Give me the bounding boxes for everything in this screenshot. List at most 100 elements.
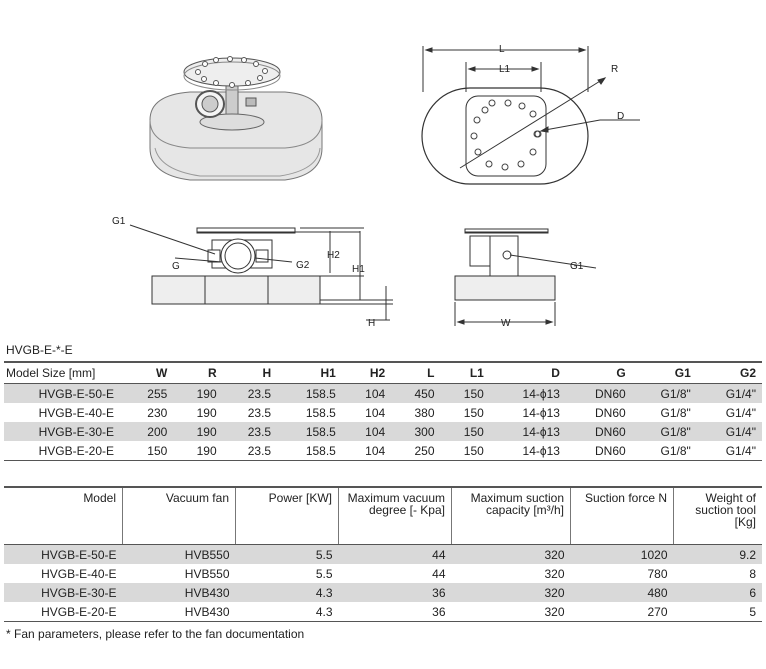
label-H2: H2 (327, 250, 340, 261)
col-H: H (222, 361, 278, 384)
cell: 380 (414, 405, 435, 420)
cell-model: HVGB-E-40-E (41, 566, 117, 581)
cell-weight: 5 (673, 602, 762, 622)
cell-model: HVGB-E-20-E (4, 602, 123, 622)
col-max-vacuum: Maximum vacuum degree [- Kpa] (338, 486, 452, 545)
cell-weight: 9.2 (673, 544, 762, 564)
label-L1: L1 (499, 64, 511, 75)
cell: 14-ϕ13 (489, 422, 566, 441)
cell-fan: HVB550 (122, 544, 236, 564)
cell-vacuum: 44 (432, 566, 446, 581)
cell: 190 (173, 383, 223, 403)
cell: DN60 (594, 405, 626, 420)
series-label: HVGB-E-*-E (6, 343, 73, 357)
cell-force: 480 (570, 583, 674, 602)
label-G: G (172, 261, 180, 272)
col-suction-force: Suction force N (570, 486, 674, 545)
cell: 104 (341, 441, 392, 461)
cell-vacuum: 36 (338, 602, 452, 622)
col-power: Power [KW] (235, 486, 339, 545)
cell-force: 780 (647, 566, 668, 581)
col-W: W (124, 361, 174, 384)
cell: 104 (341, 422, 392, 441)
col-model: Model (4, 486, 123, 545)
cell-model: HVGB-E-50-E (4, 383, 124, 403)
dimension-table: Model Size [mm] W R H H1 H2 L L1 D G G1 … (4, 361, 762, 461)
cell: 158.5 (277, 422, 342, 441)
col-L: L (391, 361, 441, 384)
col-model-size: Model Size [mm] (4, 361, 124, 384)
fan-table-header: Model Vacuum fan Power [KW] Maximum vacu… (4, 486, 762, 545)
cell-fan: HVB430 (122, 583, 236, 602)
label-G2: G2 (296, 260, 310, 271)
cell-capacity: 320 (451, 544, 571, 564)
cell-model: HVGB-E-50-E (4, 544, 123, 564)
cell-model: HVGB-E-40-E (38, 405, 114, 420)
cell: 190 (173, 441, 223, 461)
cell-model: HVGB-E-30-E (4, 422, 124, 441)
cell: 14-ϕ13 (489, 383, 566, 403)
cell: 14-ϕ13 (489, 441, 566, 461)
cell-weight: 6 (673, 583, 762, 602)
front-view-drawing (129, 224, 393, 321)
cell: 230 (147, 405, 168, 420)
col-R: R (173, 361, 223, 384)
table-row: HVGB-E-20-E HVB430 4.3 36 320 270 5 (4, 602, 762, 622)
cell-weight: 8 (749, 566, 756, 581)
cell: DN60 (565, 383, 632, 403)
col-G1: G1 (631, 361, 697, 384)
cell: 150 (463, 405, 484, 420)
label-R: R (611, 64, 618, 75)
label-D: D (617, 111, 624, 122)
cell: 23.5 (222, 383, 278, 403)
fan-table: Model Vacuum fan Power [KW] Maximum vacu… (4, 486, 762, 622)
cell-power: 4.3 (235, 583, 339, 602)
col-H1: H1 (277, 361, 342, 384)
label-G1-side: G1 (570, 261, 584, 272)
cell: 158.5 (277, 383, 342, 403)
col-G: G (565, 361, 632, 384)
cell: G1/8" (631, 383, 697, 403)
label-L: L (499, 44, 505, 55)
col-D: D (489, 361, 566, 384)
top-view-drawing (421, 46, 640, 185)
cell-capacity: 320 (451, 602, 571, 622)
cell: 104 (365, 405, 386, 420)
table-row: HVGB-E-40-E HVB550 5.5 44 320 780 8 (4, 564, 762, 583)
cell: G1/8" (660, 405, 691, 420)
table-row: HVGB-E-30-E HVB430 4.3 36 320 480 6 (4, 583, 762, 602)
cell: 300 (391, 422, 441, 441)
label-H1: H1 (352, 264, 365, 275)
cell: G1/4" (725, 405, 756, 420)
cell: 104 (341, 383, 392, 403)
cell-capacity: 320 (544, 566, 565, 581)
cell: 150 (440, 441, 490, 461)
cell: 23.5 (222, 441, 278, 461)
cell: 150 (440, 383, 490, 403)
col-max-capacity: Maximum suction capacity [m³/h] (451, 486, 571, 545)
cell-power: 4.3 (235, 602, 339, 622)
label-H: H (368, 318, 375, 329)
cell-power: 5.5 (315, 566, 333, 581)
cell: 150 (124, 441, 174, 461)
table-row: HVGB-E-50-E 255 190 23.5 158.5 104 450 1… (4, 383, 762, 403)
cell-model: HVGB-E-30-E (4, 583, 123, 602)
cell: DN60 (565, 422, 632, 441)
cell: 200 (124, 422, 174, 441)
label-G1-front: G1 (112, 216, 126, 227)
cell: G1/8" (631, 441, 697, 461)
col-vacuum-fan: Vacuum fan (122, 486, 236, 545)
table-row: HVGB-E-40-E 230 190 23.5 158.5 104 380 1… (4, 403, 762, 422)
cell: G1/4" (696, 422, 762, 441)
table-row: HVGB-E-50-E HVB550 5.5 44 320 1020 9.2 (4, 544, 762, 564)
col-G2: G2 (696, 361, 762, 384)
cell: 14-ϕ13 (522, 405, 560, 420)
cell-model: HVGB-E-20-E (4, 441, 124, 461)
cell-fan: HVB550 (184, 566, 230, 581)
cell: 150 (440, 422, 490, 441)
cell: 190 (196, 405, 217, 420)
table-row: HVGB-E-30-E 200 190 23.5 158.5 104 300 1… (4, 422, 762, 441)
table-row: HVGB-E-20-E 150 190 23.5 158.5 104 250 1… (4, 441, 762, 461)
cell-fan: HVB430 (122, 602, 236, 622)
col-L1: L1 (440, 361, 490, 384)
